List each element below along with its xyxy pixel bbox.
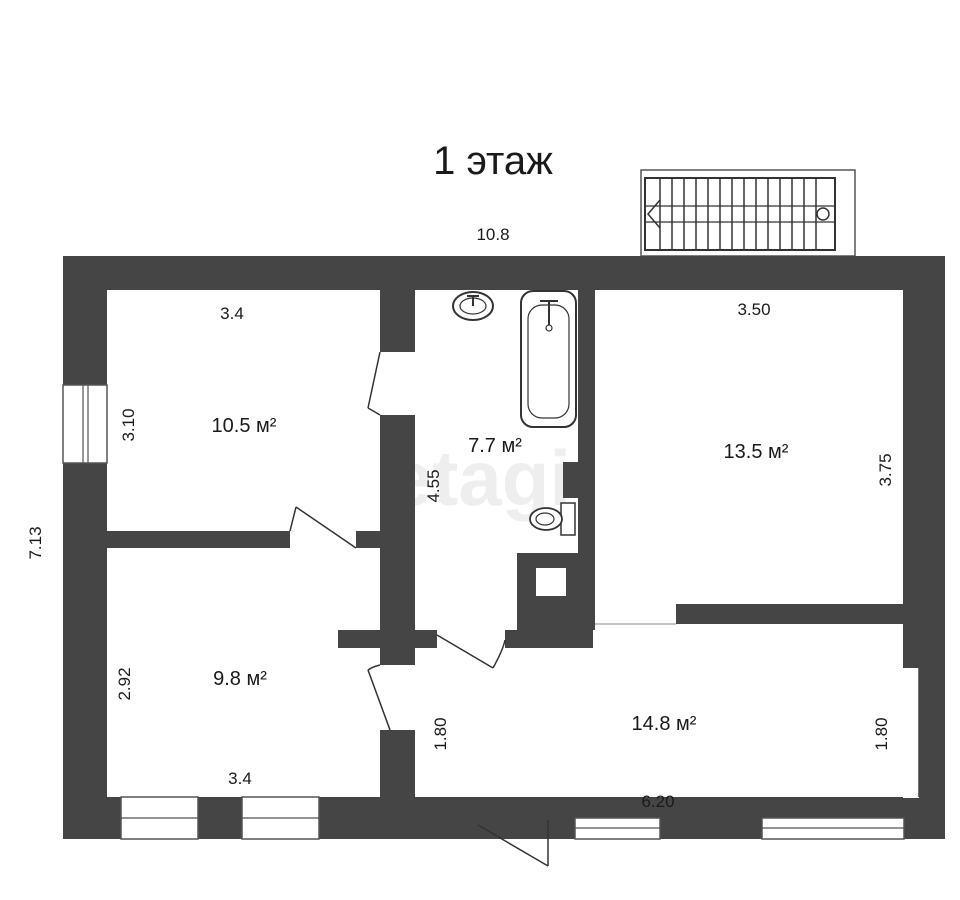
overall-height-label: 7.13 [26,526,45,559]
door-icon [367,664,391,731]
window-icon [574,817,661,840]
bath-height-label: 4.55 [424,469,443,502]
room-2-area: 9.8 м² [213,668,267,690]
window-icon [62,384,108,464]
room-2-width-label: 3.4 [228,769,252,788]
room-1-height-label: 3.10 [119,408,138,441]
hall-width-label: 6.20 [641,792,674,811]
hall-area: 14.8 м² [632,713,697,735]
room-1-width-label: 3.4 [220,304,244,323]
hall-left-height-label: 1.80 [431,717,450,750]
window-icon [241,796,320,840]
sink-icon [452,291,494,321]
hall-right-height-label: 1.80 [872,717,891,750]
overall-width-label: 10.8 [476,225,509,244]
watermark: etagi [389,434,571,522]
room-3-height-label: 3.75 [876,453,895,486]
room-3-width-label: 3.50 [737,300,770,319]
toilet-icon [529,502,576,536]
room-2-height-label: 2.92 [115,667,134,700]
window-icon [120,796,199,840]
door-icon [367,351,381,416]
bathtub-icon [520,290,577,428]
room-1-area: 10.5 м² [212,415,277,437]
door-icon [289,506,357,549]
stairs-icon [640,169,856,257]
door-icon [477,820,549,867]
interior-walls [107,290,920,800]
window-icon [761,817,905,840]
door-icon [436,634,506,669]
room-3-area: 13.5 м² [724,441,789,463]
bathroom-area: 7.7 м² [468,435,522,457]
floor-title: 1 этаж [433,139,553,183]
